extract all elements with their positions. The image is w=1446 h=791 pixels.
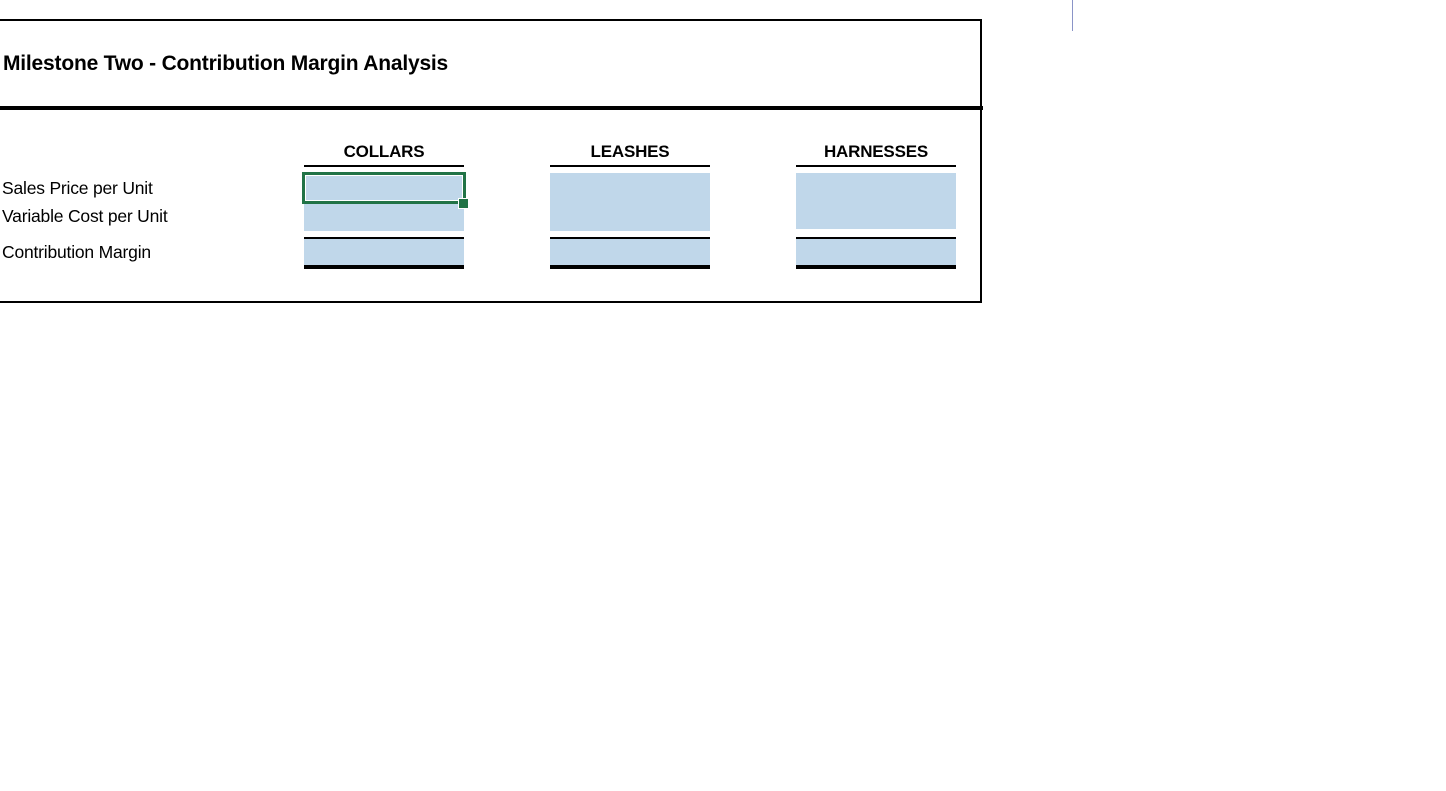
contribution-top-rule [796, 237, 956, 239]
leashes-contribution-margin-cell[interactable] [550, 239, 710, 265]
page-break-indicator [1072, 0, 1073, 31]
row-label-contribution-margin[interactable]: Contribution Margin [2, 242, 151, 262]
row-label-variable-cost[interactable]: Variable Cost per Unit [2, 206, 168, 226]
page-title[interactable]: Milestone Two - Contribution Margin Anal… [3, 52, 449, 75]
collars-contribution-margin-cell[interactable] [304, 239, 464, 265]
title-divider [0, 106, 983, 110]
header-underline [796, 165, 956, 167]
leashes-variable-cost-cell[interactable] [550, 202, 710, 231]
column-header-leashes[interactable]: LEASHES [590, 142, 670, 161]
active-cell-selection[interactable] [302, 172, 466, 204]
harnesses-variable-cost-cell[interactable] [796, 201, 956, 229]
contribution-double-rule [550, 265, 710, 269]
contribution-double-rule [796, 265, 956, 269]
column-header-harnesses[interactable]: HARNESSES [823, 142, 928, 161]
leashes-sales-price-cell[interactable] [550, 173, 710, 202]
row-label-sales-price[interactable]: Sales Price per Unit [2, 178, 153, 198]
analysis-border-box [0, 19, 982, 303]
collars-sales-price-cell[interactable] [304, 173, 464, 202]
harnesses-sales-price-cell[interactable] [796, 173, 956, 201]
column-header-collars[interactable]: COLLARS [343, 142, 425, 161]
contribution-top-rule [550, 237, 710, 239]
header-underline [550, 165, 710, 167]
contribution-top-rule [304, 237, 464, 239]
harnesses-contribution-margin-cell[interactable] [796, 239, 956, 265]
collars-variable-cost-cell[interactable] [304, 202, 464, 231]
fill-handle[interactable] [458, 198, 469, 209]
header-underline [304, 165, 464, 167]
contribution-double-rule [304, 265, 464, 269]
